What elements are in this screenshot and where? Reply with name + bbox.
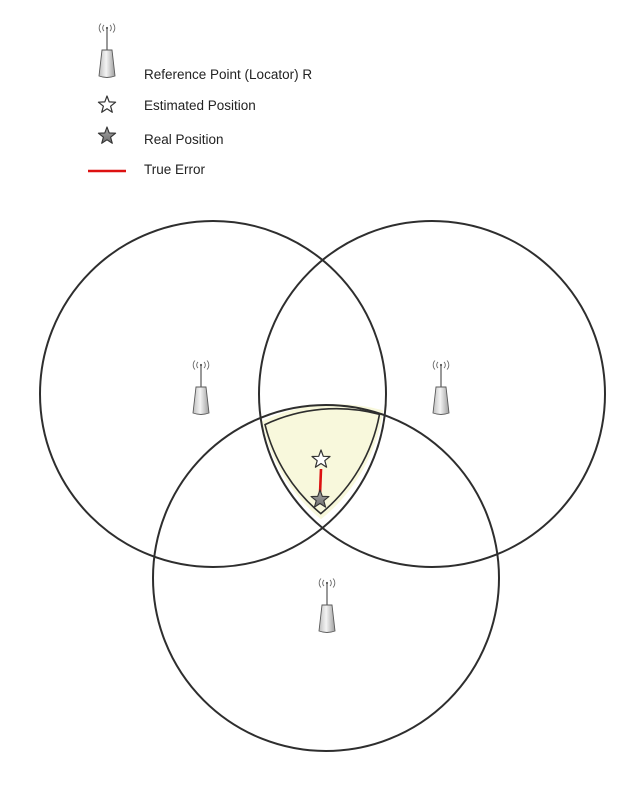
legend: Reference Point (Locator) R Estimated Po… <box>88 22 312 177</box>
estimated-position-star <box>311 449 331 468</box>
legend-reference-point: Reference Point (Locator) R <box>98 22 312 82</box>
intersection-region-outline <box>264 407 381 515</box>
range-circle-bottom <box>152 404 500 752</box>
range-circle-right <box>258 220 606 568</box>
legend-estimated-position-label: Estimated Position <box>144 98 256 113</box>
antenna-icon <box>432 359 450 416</box>
antenna-icon <box>192 359 210 416</box>
legend-true-error: True Error <box>88 162 206 177</box>
legend-true-error-label: True Error <box>144 162 206 177</box>
legend-real-position-label: Real Position <box>144 132 224 147</box>
legend-real-position: Real Position <box>97 126 224 147</box>
filled-star-icon <box>97 126 117 144</box>
legend-reference-point-label: Reference Point (Locator) R <box>144 67 312 82</box>
legend-estimated-position: Estimated Position <box>97 95 256 113</box>
real-position-star <box>310 489 330 508</box>
hollow-star-icon <box>97 95 117 113</box>
range-circle-left <box>39 220 387 568</box>
antenna-icon <box>318 577 336 634</box>
antenna-icon <box>98 22 116 79</box>
